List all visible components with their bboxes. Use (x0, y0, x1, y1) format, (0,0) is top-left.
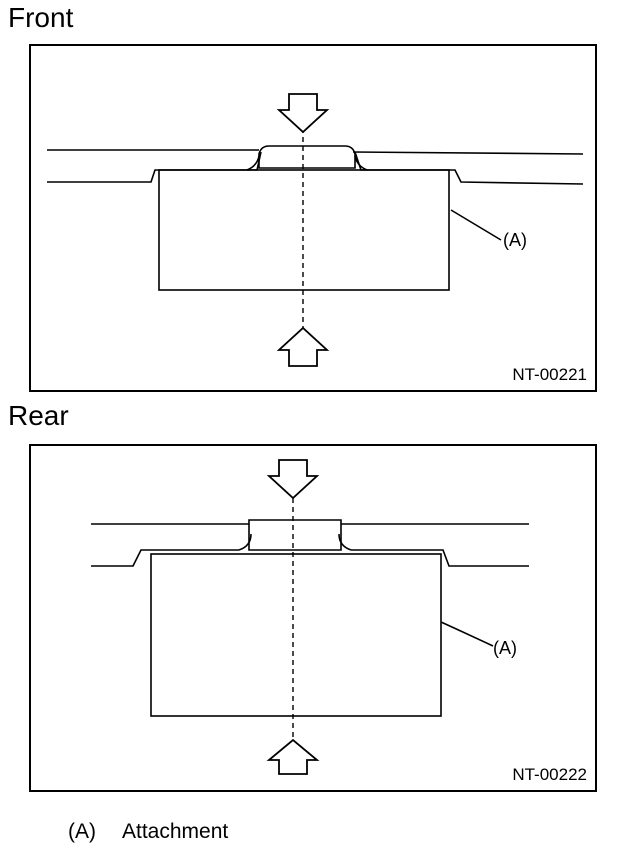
front-plate-bottom-right (354, 151, 584, 185)
rear-figure-code: NT-00222 (512, 765, 587, 784)
rear-plate-bottom-left (91, 549, 239, 567)
legend-key: (A) (68, 820, 96, 843)
front-figure-code: NT-00221 (512, 365, 587, 384)
rear-bushing (248, 519, 342, 551)
legend-text: Attachment (122, 820, 229, 843)
rear-fillet-left (238, 533, 252, 551)
front-bushing (258, 145, 356, 169)
front-up-arrow-icon (276, 326, 330, 367)
rear-down-arrow-icon (266, 459, 320, 500)
rear-heading: Rear (8, 400, 69, 431)
rear-fillet-right (338, 533, 352, 551)
rear-plate-bottom-right (351, 549, 529, 567)
front-down-arrow-icon (276, 93, 330, 134)
front-leader-a (450, 209, 502, 241)
rear-diagram-panel: (A) NT-00222 (29, 444, 597, 792)
front-diagram: (A) (47, 93, 584, 367)
front-plate-bottom-left (47, 151, 262, 183)
rear-leader-a (440, 621, 494, 647)
front-heading: Front (8, 2, 74, 33)
front-attachment-block (158, 169, 450, 291)
rear-diagram: (A) (91, 459, 529, 775)
front-label-a: (A) (503, 230, 527, 250)
rear-attachment-block (150, 553, 442, 717)
rear-label-a: (A) (493, 638, 517, 658)
front-plate-top-right (352, 151, 584, 155)
front-diagram-panel: (A) NT-00221 (29, 44, 597, 392)
rear-up-arrow-icon (266, 738, 320, 775)
legend: (A) Attachment (68, 820, 228, 844)
